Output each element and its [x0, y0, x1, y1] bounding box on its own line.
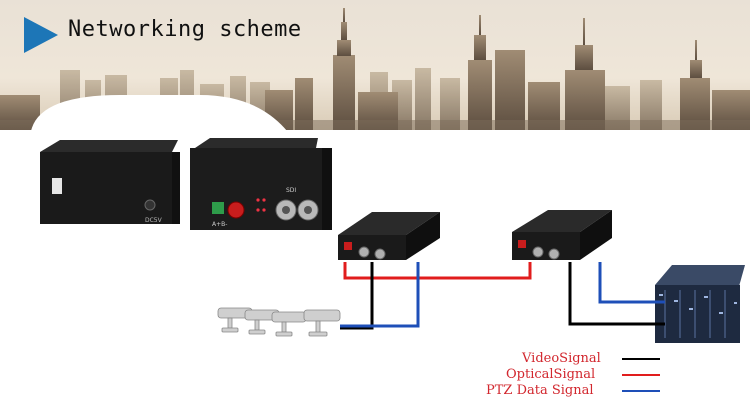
play-arrow-icon: [24, 17, 58, 53]
ptz-signal-line-left: [340, 262, 420, 328]
camera-icon: [244, 309, 280, 335]
video-signal-line-right: [568, 262, 665, 326]
optical-signal-line: [343, 262, 532, 280]
legend-label-ptz: PTZ Data Signal: [486, 383, 594, 398]
terminal-label: A+B-: [212, 221, 227, 228]
sdi-label: SDI: [286, 187, 296, 194]
legend-label-video: VideoSignal: [522, 351, 601, 366]
large-transceiver-right: [190, 138, 332, 230]
cctv-camera-group: [217, 307, 341, 337]
small-transceiver-middle: [338, 212, 440, 260]
page-title: Networking scheme: [68, 17, 302, 42]
legend-label-optical: OpticalSignal: [506, 367, 596, 382]
camera-icon: [303, 309, 341, 337]
small-transceiver-right: [512, 210, 612, 260]
server-rack-icon: [655, 265, 745, 343]
camera-icon: [271, 311, 307, 337]
video-signal-line-left: [340, 262, 374, 330]
dc-port-label: DC5V: [145, 217, 163, 224]
ptz-signal-line-right: [598, 262, 665, 304]
large-transceiver-left: [40, 140, 180, 224]
